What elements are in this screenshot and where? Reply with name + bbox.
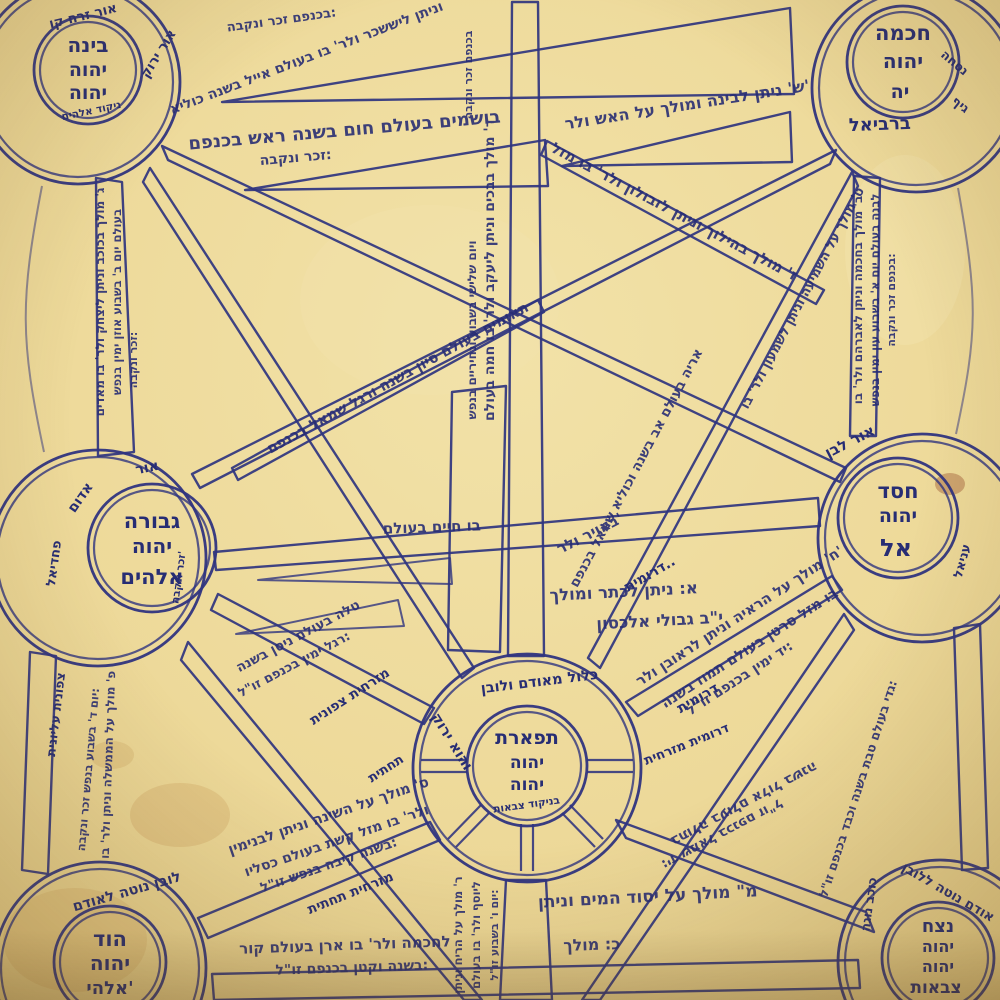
bottom-shadow-overlay: [0, 930, 1000, 1000]
